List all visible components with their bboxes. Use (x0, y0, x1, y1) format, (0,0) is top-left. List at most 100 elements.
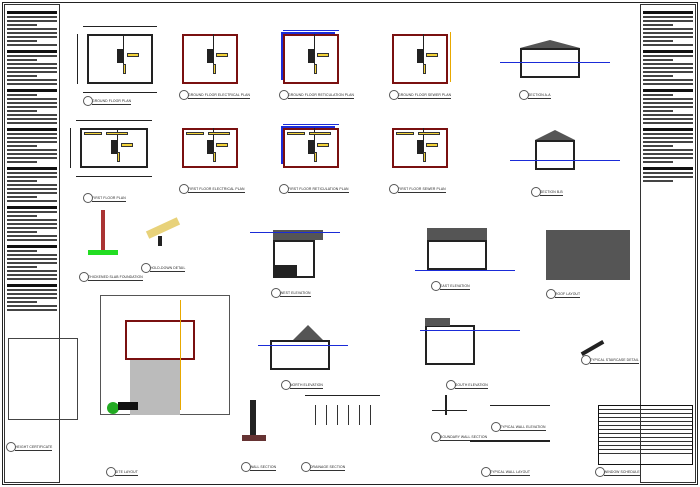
note-line (7, 188, 57, 190)
dimension-line (70, 128, 71, 168)
note-line (643, 167, 693, 170)
note-line (643, 75, 673, 77)
note-line (7, 50, 57, 53)
boundary-wall (445, 395, 447, 415)
note-line (7, 258, 57, 260)
cupboard (313, 64, 317, 74)
drawing-title-ff-elec: FIRST FLOOR ELECTRICAL PLAN (179, 184, 245, 194)
kitchen-counter (316, 143, 329, 148)
counter (208, 132, 230, 135)
note-line (7, 301, 37, 303)
note-line (7, 63, 57, 65)
note-line (7, 67, 57, 69)
schedule-row (599, 410, 692, 414)
note-line (643, 28, 693, 30)
note-line (7, 266, 37, 268)
dimension-line (76, 176, 152, 177)
note-line (7, 40, 37, 42)
note-line (643, 145, 673, 147)
note-line (7, 262, 57, 264)
note-line (7, 180, 37, 182)
note-line (7, 28, 57, 30)
garage-door (275, 265, 297, 278)
cupboard (123, 64, 127, 74)
drawing-title-ff-plan: FIRST FLOOR PLAN (83, 193, 126, 203)
schedule-row (599, 434, 692, 438)
note-line (7, 153, 57, 155)
counter (396, 132, 414, 135)
note-line (643, 16, 693, 18)
note-line (7, 270, 57, 272)
ground-level-line (510, 160, 620, 161)
note-line (7, 167, 57, 170)
cupboard (212, 64, 216, 74)
note-line (643, 40, 673, 42)
drainage-pipe (305, 395, 380, 396)
slab-wall (101, 210, 105, 252)
gf-reticulation-plan (283, 34, 339, 84)
sewer-line (450, 32, 451, 82)
tree (107, 402, 119, 414)
drawing-title-boundary: BOUNDARY WALL SECTION (430, 432, 488, 442)
schedule-row (599, 422, 692, 426)
note-line (643, 94, 673, 96)
note-line (643, 32, 693, 34)
note-line (7, 293, 57, 295)
drawing-title-section-a: SECTION A-A (519, 90, 551, 100)
schedule-row (599, 450, 692, 454)
wall-section-wall (250, 400, 256, 440)
section-b-roof (535, 130, 575, 140)
cupboard (422, 152, 426, 162)
dimension-line (83, 92, 157, 93)
section-b (535, 140, 575, 170)
ground-floor-plan (87, 34, 153, 84)
interior-wall (212, 34, 214, 64)
note-line (7, 223, 57, 225)
note-line (643, 24, 673, 26)
schedule-row (599, 446, 692, 450)
kitchen-counter (126, 53, 139, 57)
note-line (643, 110, 673, 112)
note-line (7, 79, 57, 81)
note-line (643, 89, 693, 92)
dimension-line (83, 26, 157, 27)
note-line (7, 200, 57, 202)
note-line (7, 274, 57, 276)
cupboard (313, 152, 317, 162)
window-schedule-table (598, 405, 693, 465)
counter (309, 132, 331, 135)
stair-block (308, 49, 315, 63)
schedule-row (599, 426, 692, 430)
note-line (7, 20, 57, 22)
note-line (7, 235, 57, 237)
stair-block (308, 140, 315, 154)
kitchen-counter (215, 53, 228, 57)
note-line (7, 44, 57, 46)
note-line (7, 215, 37, 217)
cupboard (422, 64, 426, 74)
typical-wall-layout (470, 440, 550, 442)
drawing-title-gf-elec: GROUND FLOOR ELECTRICAL PLAN (178, 90, 251, 100)
note-line (7, 161, 37, 163)
footing (242, 435, 266, 441)
drawing-title-slab: THICKENED SLAB FOUNDATION (79, 272, 143, 282)
ff-reticulation-plan (283, 128, 339, 168)
section-a-roof (520, 40, 580, 48)
height-certificate-doc (8, 338, 78, 420)
note-line (643, 83, 693, 85)
note-line (643, 153, 693, 155)
note-line (7, 239, 57, 241)
note-line (7, 145, 37, 147)
first-floor-plan (80, 128, 148, 168)
interior-wall (117, 128, 119, 152)
note-line (7, 122, 57, 124)
note-line (7, 75, 37, 77)
note-line (7, 196, 37, 198)
kitchen-counter (120, 143, 133, 148)
stair-block (116, 49, 123, 63)
note-line (643, 67, 693, 69)
kitchen-counter (425, 53, 438, 57)
drawing-title-roof: ROOF LAYOUT (545, 289, 581, 299)
note-line (7, 110, 37, 112)
gf-sewer-plan (392, 34, 448, 84)
